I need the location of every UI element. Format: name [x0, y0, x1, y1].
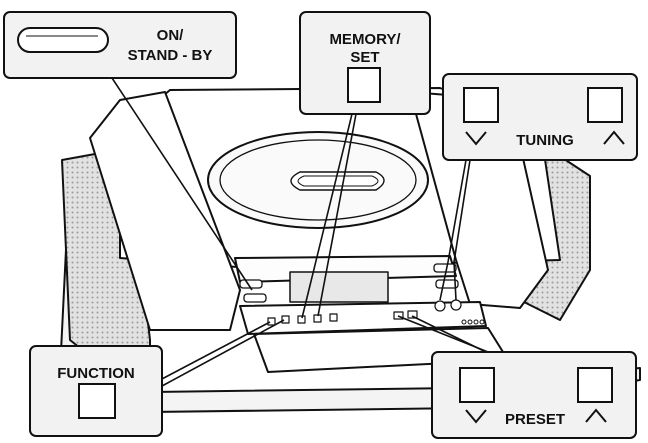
function-button-small[interactable] [267, 317, 276, 326]
tuning-label: TUNING [516, 132, 574, 149]
leader-lines [111, 77, 491, 387]
callout-function: FUNCTION [29, 345, 163, 437]
right-side-button-2[interactable] [435, 279, 459, 289]
tuning-down-small[interactable] [434, 300, 446, 312]
power-label-line2: STAND - BY [128, 47, 213, 64]
memory-label-line2: SET [350, 49, 379, 66]
display-window [289, 271, 389, 303]
memory-set-button[interactable] [347, 67, 381, 103]
memory-set-button-small[interactable] [297, 315, 306, 324]
callout-preset: PRESET [431, 351, 637, 439]
function-button[interactable] [78, 383, 116, 419]
memory-label-line1: MEMORY/ [329, 31, 401, 48]
left-side-panel [89, 91, 241, 331]
indicator-dots [461, 319, 485, 325]
power-label-line1: ON/ [157, 27, 185, 44]
function-leader-1 [159, 321, 271, 381]
tuning-up-button[interactable] [587, 87, 623, 123]
left-side-button-2[interactable] [243, 293, 267, 303]
function-label: FUNCTION [57, 365, 135, 382]
power-button[interactable] [17, 27, 109, 53]
callout-tuning: TUNING [442, 73, 638, 161]
tuning-leader-2 [453, 159, 471, 301]
function-leader-2 [161, 319, 285, 387]
right-side-button-1[interactable] [433, 263, 457, 273]
preset-down-arrow-icon [465, 409, 487, 424]
tuning-down-button[interactable] [463, 87, 499, 123]
tuning-up-arrow-icon [603, 130, 625, 145]
callout-memory-box [299, 11, 431, 115]
preset-up-button[interactable] [577, 367, 613, 403]
preset-up-small[interactable] [407, 310, 418, 319]
callout-memory-set: MEMORY/ SET [299, 11, 431, 115]
left-side-button-1[interactable] [239, 279, 263, 289]
power-leader [111, 77, 253, 291]
preset-up-arrow-icon [585, 408, 607, 423]
memory-leader-2 [317, 113, 357, 317]
preset-down-button[interactable] [459, 367, 495, 403]
callout-power: ON/ STAND - BY [3, 11, 237, 79]
cd-lid-handle-inner [297, 175, 379, 187]
preset-label: PRESET [505, 411, 565, 428]
tuning-up-small[interactable] [450, 299, 462, 311]
tuning-leader [439, 159, 467, 301]
tuning-down-arrow-icon [465, 131, 487, 146]
preset-leader-2 [411, 315, 491, 355]
front-button-5[interactable] [329, 313, 338, 322]
front-button-2[interactable] [281, 315, 290, 324]
memory-leader-1 [301, 113, 353, 319]
front-button-4[interactable] [313, 314, 322, 323]
